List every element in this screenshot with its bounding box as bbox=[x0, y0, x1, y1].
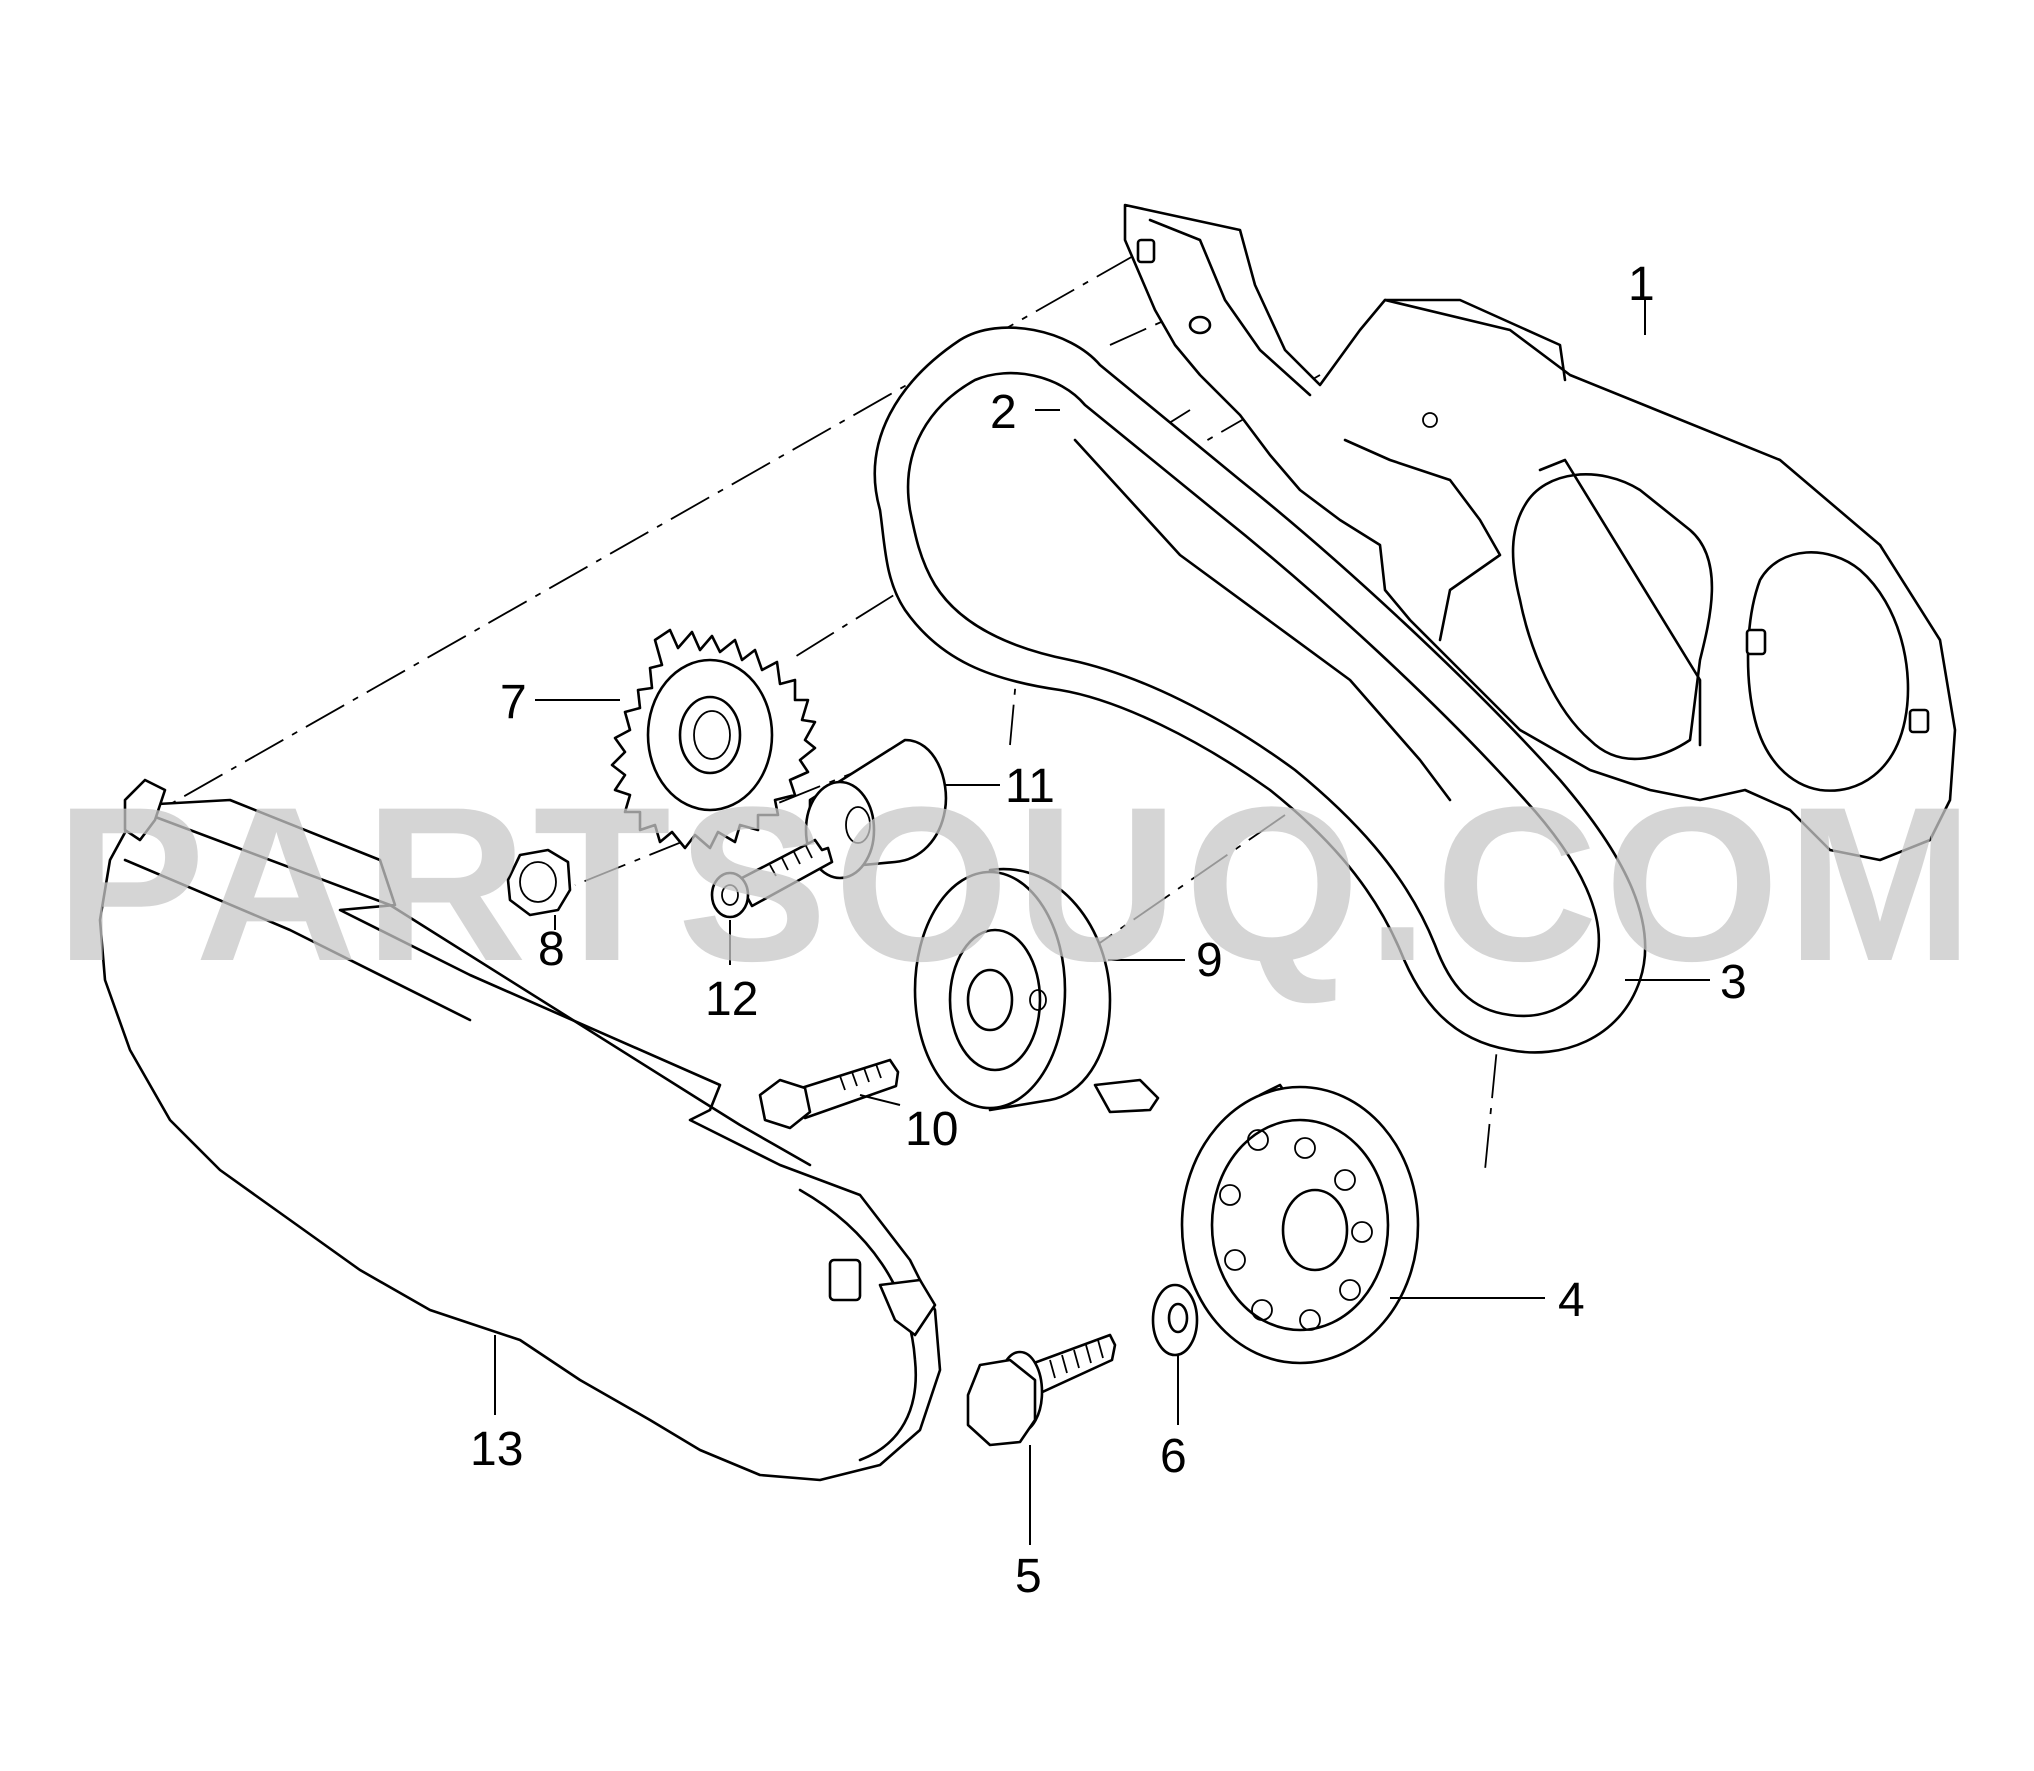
callout-2: 2 bbox=[990, 386, 1017, 439]
callout-13: 13 bbox=[470, 1423, 523, 1476]
callout-11: 11 bbox=[1005, 760, 1055, 813]
tensioner-bolt bbox=[758, 1058, 900, 1130]
callout-4: 4 bbox=[1558, 1274, 1585, 1327]
callout-8: 8 bbox=[538, 923, 565, 976]
watermark: PARTSOUQ.COM bbox=[55, 761, 1980, 1007]
sleeve-bolt bbox=[710, 838, 834, 919]
timing-belt bbox=[873, 326, 1647, 1054]
callout-10: 10 bbox=[905, 1103, 958, 1156]
front-timing-belt-cover bbox=[98, 778, 942, 1482]
idler-sprocket bbox=[610, 628, 817, 850]
callout-9: 9 bbox=[1196, 934, 1223, 987]
callout-3: 3 bbox=[1720, 956, 1747, 1009]
callout-labels: 1 2 3 4 5 6 7 8 9 10 11 12 13 bbox=[470, 258, 1747, 1603]
callout-12: 12 bbox=[705, 973, 758, 1026]
callout-1: 1 bbox=[1628, 258, 1655, 311]
crank-bolt bbox=[966, 1333, 1117, 1447]
leader-lines bbox=[494, 300, 1710, 1545]
callout-5: 5 bbox=[1015, 1550, 1042, 1603]
callout-7: 7 bbox=[500, 676, 527, 729]
tensioner-pulley bbox=[913, 867, 1160, 1114]
sprocket-nut bbox=[506, 848, 572, 917]
rear-timing-belt-cover bbox=[1123, 203, 1957, 862]
callout-6: 6 bbox=[1160, 1430, 1187, 1483]
crankshaft-sprocket bbox=[1180, 1083, 1420, 1365]
crank-washer bbox=[1151, 1283, 1199, 1357]
